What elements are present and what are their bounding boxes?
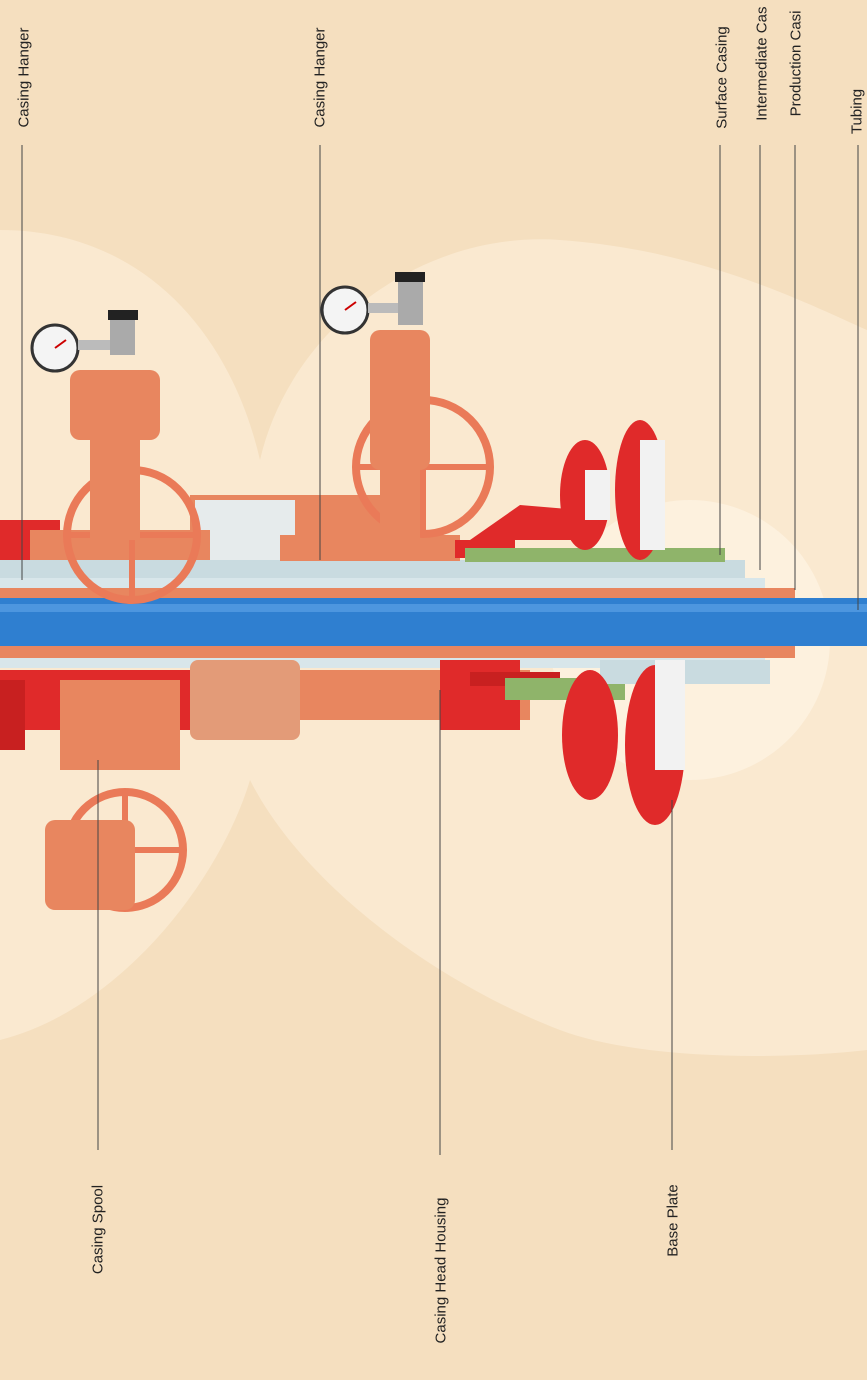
label-casing-hanger-2: Casing Hanger [311,27,329,128]
base-plate-flanges [560,420,685,825]
label-casing-hanger-1: Casing Hanger [15,27,33,128]
valve-bodies [45,330,430,910]
leader-lines [21,145,859,1155]
label-production-casing: Production Casi [787,10,805,117]
label-casing-spool: Casing Spool [89,1184,107,1275]
label-intermediate-casing: Intermediate Cas [753,6,771,121]
label-base-plate: Base Plate [664,1184,682,1257]
casing-spool-body [0,495,725,562]
pressure-gauge-2 [320,272,425,335]
tubing [0,598,867,646]
label-tubing: Tubing [848,88,866,135]
label-casing-head-housing: Casing Head Housing [432,1197,450,1344]
lower-left-spool [0,670,190,770]
label-surface-casing: Surface Casing [713,26,731,129]
pressure-gauge-1 [30,310,138,373]
